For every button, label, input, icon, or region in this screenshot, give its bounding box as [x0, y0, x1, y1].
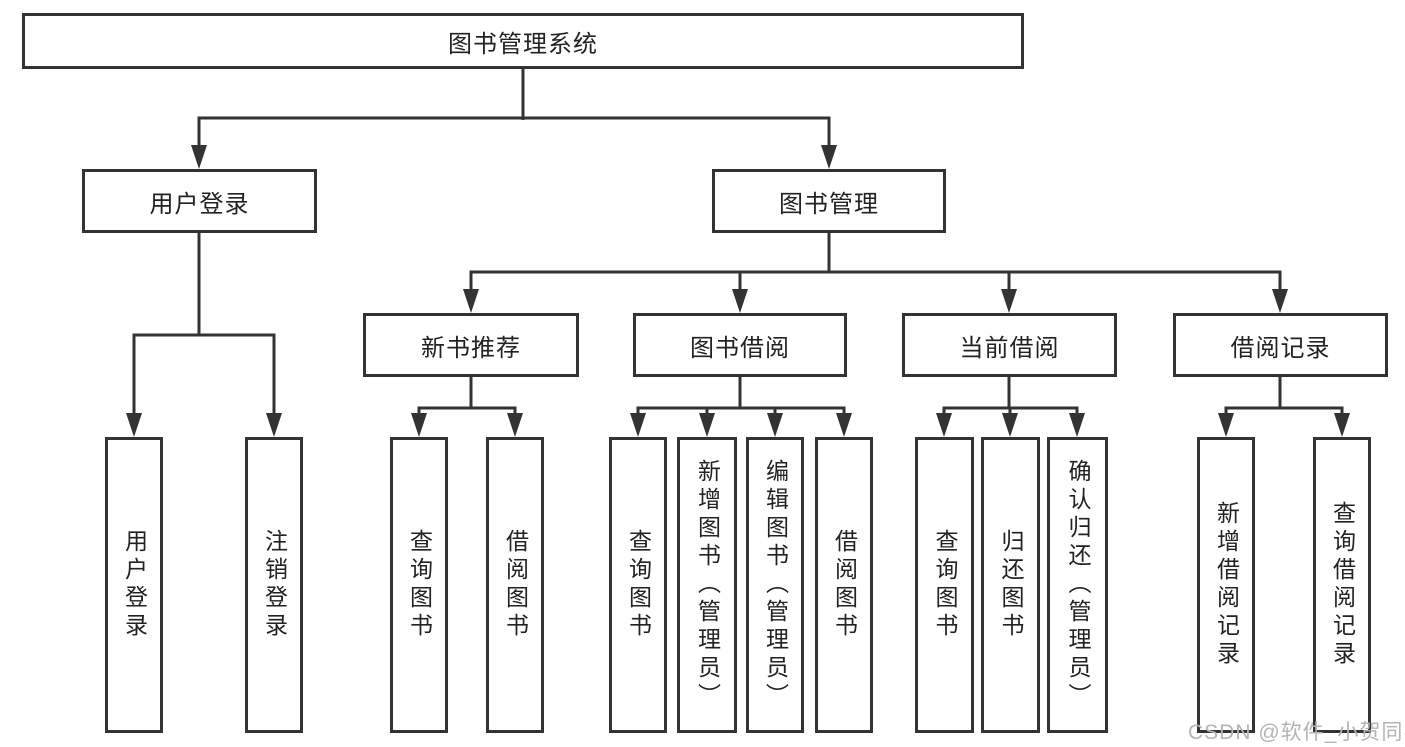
node-book-management-label: 图书管理	[779, 190, 879, 218]
leaf-user-login-label: 用户登录	[121, 529, 148, 641]
arrowhead	[699, 413, 715, 437]
user-login-bracket-line	[132, 333, 276, 416]
connector-user-login-to-leaves	[126, 233, 282, 437]
connector-current-borrow-to-leaves	[936, 377, 1085, 437]
leaf-query-borrow-record-label: 查询借阅记录	[1329, 501, 1356, 669]
arrowhead	[732, 289, 748, 313]
leaf-add-borrow-record: 新增借阅记录	[1197, 437, 1255, 733]
node-borrow-records: 借阅记录	[1173, 313, 1388, 377]
node-new-book-recommend-label: 新书推荐	[421, 334, 521, 362]
leaf-query-books-recommend-label: 查询图书	[406, 529, 433, 641]
level3-bracket-line	[469, 270, 1282, 293]
leaf-add-books-admin-label: 新增图书（管理员）	[694, 459, 721, 711]
leaf-return-books: 归还图书	[981, 437, 1040, 733]
bracket-line	[1224, 406, 1344, 416]
leaf-add-books-admin: 新增图书（管理员）	[677, 437, 737, 733]
leaf-logout: 注销登录	[245, 437, 303, 733]
arrowhead	[767, 413, 783, 437]
leaf-query-books-current-label: 查询图书	[932, 529, 958, 641]
arrowhead	[1002, 413, 1018, 437]
arrowhead	[1218, 413, 1234, 437]
leaf-user-login: 用户登录	[105, 437, 163, 733]
leaf-query-books-borrow: 查询图书	[609, 437, 667, 733]
level2-bracket-line	[197, 116, 831, 149]
connector-borrow-records-to-leaves	[1218, 377, 1350, 437]
connector-new-book-recommend-to-leaves	[411, 377, 523, 437]
arrowhead	[507, 413, 523, 437]
leaf-confirm-return-admin: 确认归还（管理员）	[1047, 437, 1108, 733]
arrowhead	[266, 413, 282, 437]
arrowhead	[463, 289, 479, 313]
arrowhead	[1069, 413, 1085, 437]
leaf-query-books-borrow-label: 查询图书	[625, 529, 652, 641]
arrowhead	[191, 145, 207, 169]
leaf-add-borrow-record-label: 新增借阅记录	[1213, 501, 1240, 669]
node-root-label: 图书管理系统	[448, 30, 598, 58]
arrowhead	[1272, 289, 1288, 313]
leaf-query-books-current: 查询图书	[915, 437, 974, 733]
arrowhead	[1001, 289, 1017, 313]
arrowhead	[1334, 413, 1350, 437]
leaf-borrow-books-label: 借阅图书	[831, 529, 858, 641]
connector-root-to-level2	[191, 69, 837, 169]
node-root: 图书管理系统	[22, 13, 1024, 69]
node-book-management: 图书管理	[712, 169, 946, 233]
leaf-edit-books-admin-label: 编辑图书（管理员）	[762, 459, 789, 711]
leaf-edit-books-admin: 编辑图书（管理员）	[746, 437, 804, 733]
node-current-borrow-label: 当前借阅	[959, 334, 1060, 362]
node-borrow-records-label: 借阅记录	[1230, 334, 1331, 362]
arrowhead	[126, 413, 142, 437]
leaf-query-books-recommend: 查询图书	[390, 437, 448, 733]
arrowhead	[936, 413, 952, 437]
bracket-line	[636, 406, 846, 416]
node-user-login: 用户登录	[82, 169, 317, 233]
node-book-borrow-label: 图书借阅	[690, 334, 790, 362]
arrowhead	[836, 413, 852, 437]
leaf-return-books-label: 归还图书	[998, 529, 1024, 641]
arrowhead	[821, 145, 837, 169]
connector-book-management-to-level3	[463, 233, 1288, 313]
arrowhead	[411, 413, 427, 437]
leaf-borrow-books-recommend: 借阅图书	[486, 437, 544, 733]
leaf-borrow-books: 借阅图书	[815, 437, 873, 733]
leaf-borrow-books-recommend-label: 借阅图书	[502, 529, 529, 641]
connector-book-borrow-to-leaves	[630, 377, 852, 437]
arrowhead	[630, 413, 646, 437]
node-user-login-label: 用户登录	[149, 190, 250, 218]
bracket-line	[417, 406, 517, 416]
node-book-borrow: 图书借阅	[633, 313, 847, 377]
leaf-query-borrow-record: 查询借阅记录	[1313, 437, 1371, 733]
watermark-text: CSDN @软件_小贺同学	[1188, 721, 1405, 744]
node-current-borrow: 当前借阅	[902, 313, 1117, 377]
leaf-logout-label: 注销登录	[261, 529, 288, 641]
node-new-book-recommend: 新书推荐	[363, 313, 579, 377]
leaf-confirm-return-admin-label: 确认归还（管理员）	[1065, 459, 1091, 711]
